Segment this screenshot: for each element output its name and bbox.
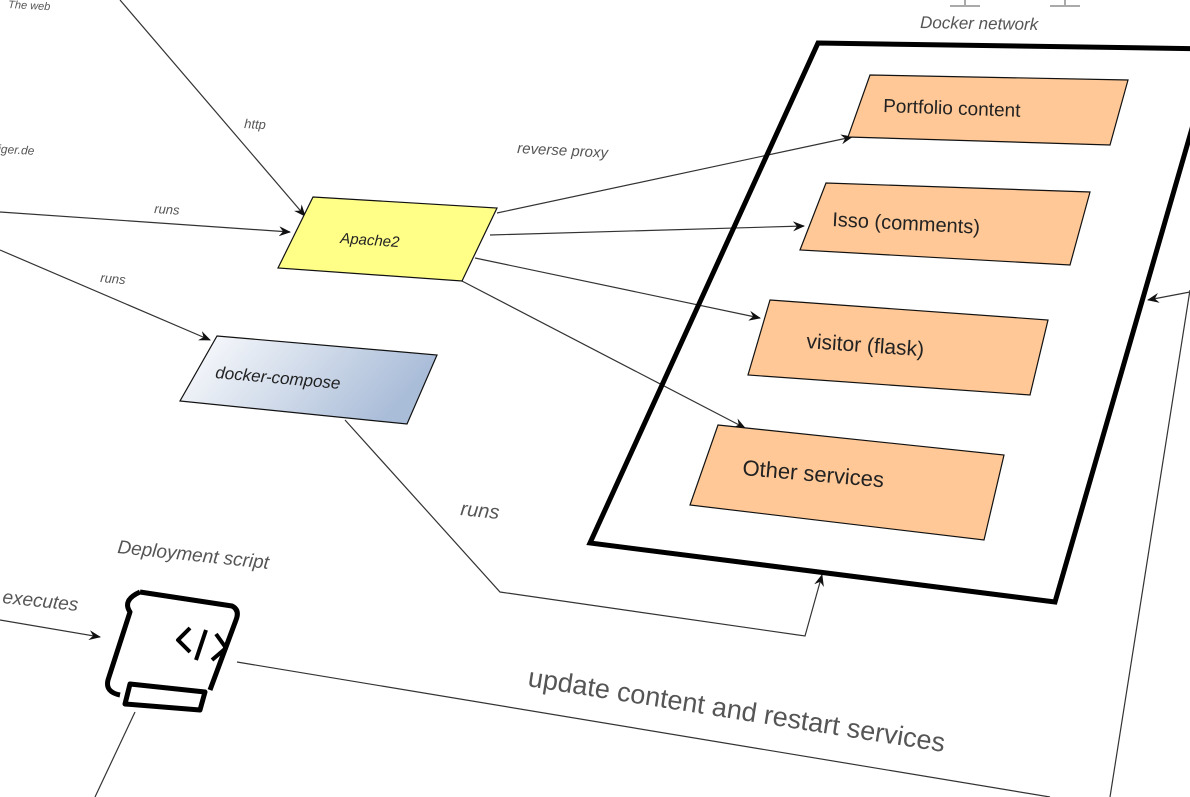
update-label: update content and restart services [526,662,947,758]
domain-label: iger.de [0,142,35,158]
edge-script-down [94,711,136,797]
network-icon [950,0,1080,7]
portfolio-label: Portfolio content [883,96,1022,122]
edge-runs-apache [0,211,291,237]
script-icon[interactable] [105,589,240,713]
apache2-node[interactable] [277,196,498,282]
web-label: The web [8,0,51,13]
edge-into-network [1147,291,1190,303]
script-label: Deployment script [116,537,270,574]
other-services-node[interactable] [689,424,1005,541]
http-label: http [244,116,266,132]
edge-runs-compose [0,249,211,341]
docker-network-frame [586,40,1190,605]
edge-proxy-visitor [474,257,761,321]
isso-node[interactable] [799,182,1091,266]
apache2-label: Apache2 [339,230,401,251]
edge-executes [0,619,101,641]
runs-apache-label: runs [154,201,181,218]
edge-proxy-isso [489,221,805,236]
visitor-node[interactable] [747,299,1049,396]
edge-right-return [1109,289,1190,797]
runs-compose-label: runs [100,270,127,287]
edge-http [119,0,306,217]
portfolio-node[interactable] [847,74,1129,146]
runs-network-label: runs [459,498,500,524]
docker-compose-node[interactable] [179,335,438,425]
reverse-proxy-label: reverse proxy [517,140,610,162]
edge-proxy-other [459,279,746,429]
edge-runs-network [344,419,824,637]
edge-proxy-portfolio [496,134,853,214]
executes-label: executes [1,587,79,616]
network-label: Docker network [920,13,1040,34]
edge-update [236,661,1051,797]
